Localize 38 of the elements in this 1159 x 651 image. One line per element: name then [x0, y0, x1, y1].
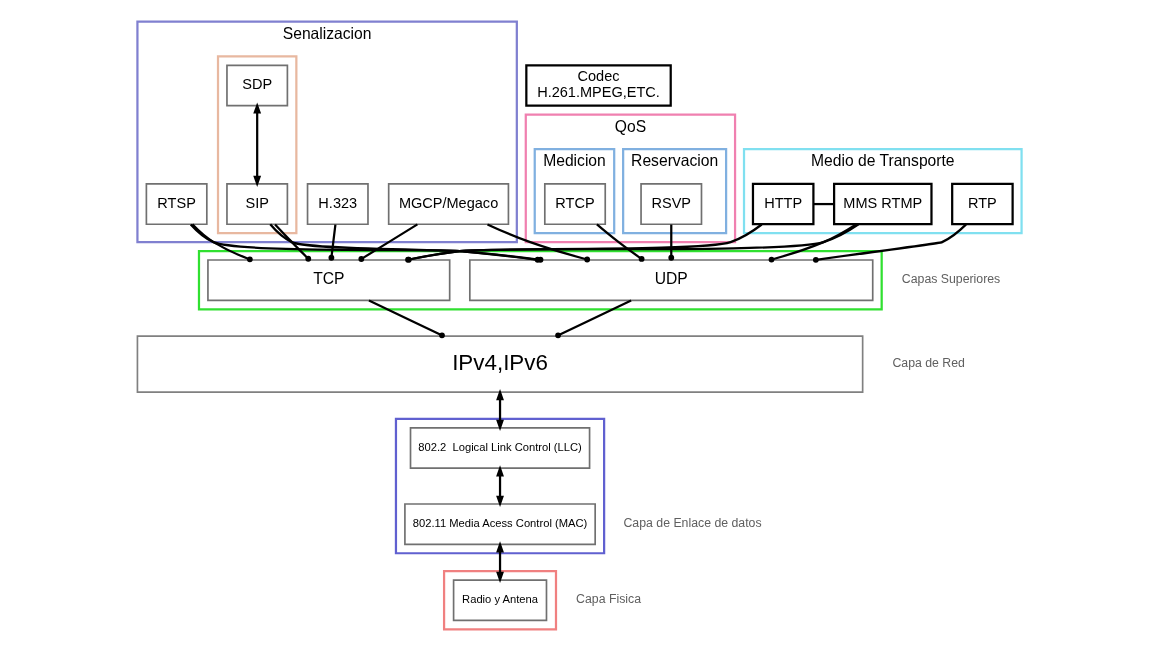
connector: [668, 224, 675, 261]
node-box: TCP: [207, 259, 451, 302]
node-label: Capa de Enlace de datos: [623, 516, 762, 531]
node-box: MGCP/Megaco: [387, 183, 510, 226]
node-box: RTP: [951, 182, 1014, 226]
connector: [274, 223, 312, 262]
node-box: HTTP: [751, 182, 815, 226]
arrow: [253, 102, 262, 188]
node-label: Capa de Red: [892, 356, 965, 371]
connector: [555, 299, 632, 339]
node-box: RTCP: [543, 183, 607, 226]
node-box: IPv4,IPv6: [136, 335, 864, 393]
node-box: Radio y Antena: [452, 579, 548, 622]
connector: [358, 223, 418, 262]
node-box: 802.11 Media Acess Control (MAC): [404, 503, 596, 546]
node-box: RSVP: [640, 183, 703, 226]
cluster: [197, 249, 883, 311]
connector: [812, 223, 967, 263]
node-box: 802.2 Logical Link Control (LLC): [409, 427, 591, 470]
connector: [596, 223, 645, 262]
cluster: [216, 55, 298, 235]
node-label: Capa Fisica: [576, 592, 642, 607]
arrow: [496, 541, 504, 583]
arrow: [496, 389, 504, 431]
arrow: [496, 465, 504, 507]
connector: [813, 202, 835, 206]
connector: [368, 299, 445, 339]
node-box: RTSP: [145, 183, 208, 226]
node-box: UDP: [469, 259, 874, 302]
node-box: Codec H.261.MPEG,ETC.: [525, 64, 672, 107]
node-box: H.323: [306, 183, 369, 226]
node-label: Capas Superiores: [901, 272, 1001, 287]
connector: [328, 224, 337, 261]
node-box: MMS RTMP: [833, 182, 933, 226]
connector: [191, 223, 253, 263]
node-box: SDP: [226, 64, 289, 107]
connector: [768, 223, 857, 263]
node-box: SIP: [226, 183, 289, 226]
